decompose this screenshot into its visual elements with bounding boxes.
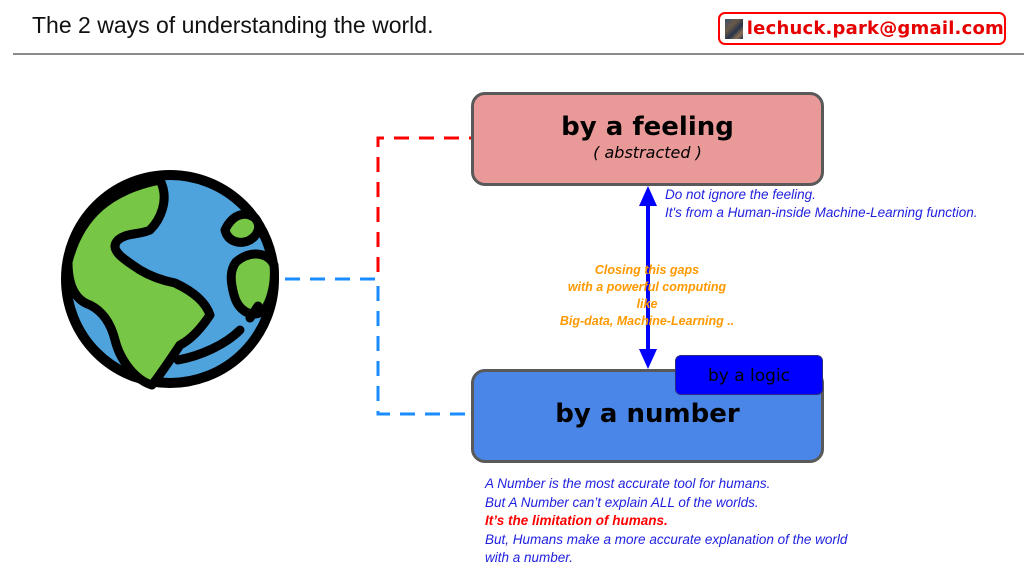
number-note: A Number is the most accurate tool for h… bbox=[485, 475, 847, 568]
arrow-down-head bbox=[639, 349, 657, 369]
feeling-note-line: Do not ignore the feeling. bbox=[665, 187, 816, 202]
feeling-box-title: by a feeling bbox=[561, 112, 734, 142]
bidirectional-arrow bbox=[639, 186, 657, 369]
feeling-note: Do not ignore the feeling. It's from a H… bbox=[665, 186, 977, 222]
gap-note-line: Big-data, Machine-Learning .. bbox=[559, 314, 735, 328]
number-connector bbox=[285, 277, 471, 416]
number-note-line: But, Humans make a more accurate explana… bbox=[485, 531, 848, 547]
number-note-line: A Number is the most accurate tool for h… bbox=[485, 476, 771, 491]
gap-note-line: Closing this gaps bbox=[594, 263, 700, 277]
email-address[interactable]: lechuck.park@gmail.com bbox=[746, 18, 1004, 39]
gap-note: Closing this gaps with a powerful comput… bbox=[532, 262, 762, 330]
feeling-box[interactable]: by a feeling ( abstracted ) bbox=[471, 92, 824, 186]
gap-note-line: with a powerful computing bbox=[567, 280, 727, 294]
globe-icon bbox=[61, 170, 279, 390]
number-note-line: But A Number can’t explain ALL of the wo… bbox=[485, 494, 759, 510]
number-note-line: with a number. bbox=[485, 550, 574, 565]
number-note-highlight: It’s the limitation of humans. bbox=[485, 513, 668, 528]
number-box-title: by a number bbox=[555, 399, 740, 429]
email-badge[interactable]: lechuck.park@gmail.com bbox=[718, 12, 1006, 45]
title-divider bbox=[13, 53, 1024, 55]
feeling-box-subtitle: ( abstracted ) bbox=[593, 143, 702, 162]
profile-photo-icon bbox=[725, 18, 743, 39]
page-title: The 2 ways of understanding the world. bbox=[32, 12, 434, 38]
gap-note-line: like bbox=[636, 297, 658, 311]
arrow-up-head bbox=[639, 186, 657, 206]
feeling-note-line: It's from a Human-inside Machine-Learnin… bbox=[665, 205, 978, 220]
feeling-connector bbox=[285, 136, 471, 281]
logic-tag[interactable]: by a logic bbox=[675, 355, 823, 395]
